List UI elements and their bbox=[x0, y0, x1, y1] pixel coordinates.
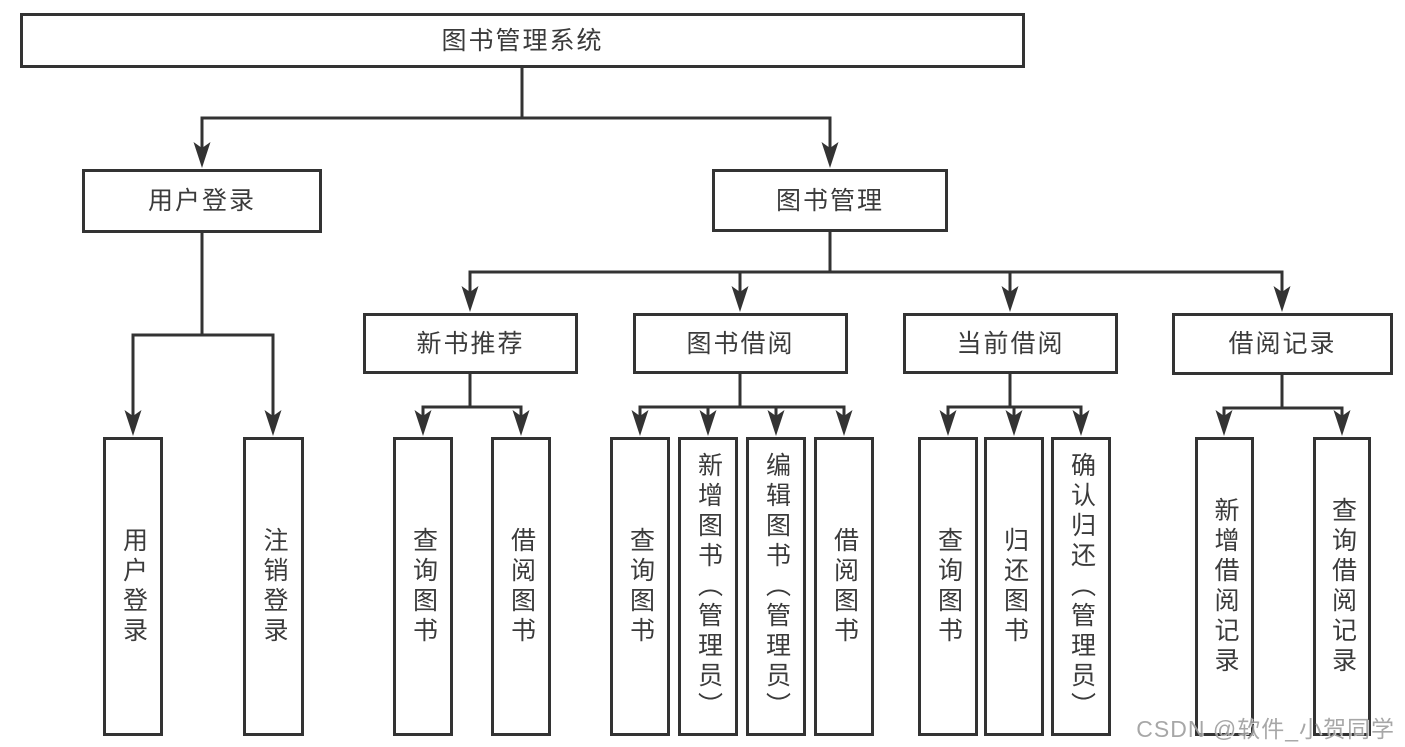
node-book-borrowing-label: 图书借阅 bbox=[686, 329, 795, 358]
leaf-logout-label: 注销登录 bbox=[260, 526, 288, 647]
leaf-records-add-record: 新增借阅记录 bbox=[1195, 437, 1254, 736]
arrowhead-icon bbox=[699, 410, 717, 436]
connector-borrowing-records-children bbox=[1215, 371, 1351, 436]
node-user-login: 用户登录 bbox=[82, 169, 322, 233]
leaf-borrow-borrow-books-label: 借阅图书 bbox=[830, 526, 859, 647]
arrowhead-icon bbox=[767, 410, 785, 436]
arrowhead-icon bbox=[1273, 286, 1291, 312]
arrowhead-icon bbox=[821, 142, 839, 168]
leaf-records-query-record: 查询借阅记录 bbox=[1313, 437, 1371, 736]
node-new-book-recommend: 新书推荐 bbox=[363, 313, 578, 374]
leaf-current-return-books: 归还图书 bbox=[984, 437, 1044, 736]
node-book-management-label: 图书管理 bbox=[775, 186, 884, 215]
connector-current-borrowing-children bbox=[939, 370, 1090, 436]
node-borrowing-records-label: 借阅记录 bbox=[1228, 330, 1337, 358]
leaf-records-query-record-label: 查询借阅记录 bbox=[1328, 496, 1357, 677]
csdn-watermark: CSDN @软件_小贺同学 bbox=[1136, 716, 1395, 742]
connector-root-to-level2 bbox=[193, 64, 839, 168]
leaf-current-confirm-return-admin: 确认归还（管理员） bbox=[1051, 437, 1111, 736]
leaf-borrow-edit-books-admin: 编辑图书（管理员） bbox=[746, 437, 806, 736]
arrowhead-icon bbox=[1005, 410, 1023, 436]
leaf-newrec-borrow-books: 借阅图书 bbox=[491, 437, 551, 736]
connector-new-book-recommend-children bbox=[414, 370, 530, 436]
arrowhead-icon bbox=[461, 286, 479, 312]
arrowhead-icon bbox=[124, 410, 142, 436]
node-library-system: 图书管理系统 bbox=[20, 13, 1025, 68]
node-current-borrowing: 当前借阅 bbox=[903, 313, 1118, 374]
arrowhead-icon bbox=[939, 410, 957, 436]
leaf-user-login-label: 用户登录 bbox=[119, 526, 148, 647]
leaf-current-query-books-label: 查询图书 bbox=[934, 526, 963, 647]
leaf-user-login: 用户登录 bbox=[103, 437, 163, 736]
arrowhead-icon bbox=[835, 410, 853, 436]
leaf-borrow-add-books-admin: 新增图书（管理员） bbox=[678, 437, 738, 736]
node-borrowing-records: 借阅记录 bbox=[1172, 313, 1393, 375]
leaf-newrec-borrow-books-label: 借阅图书 bbox=[507, 526, 536, 647]
leaf-logout: 注销登录 bbox=[243, 437, 304, 736]
arrowhead-icon bbox=[264, 410, 282, 436]
node-book-management: 图书管理 bbox=[712, 169, 948, 232]
leaf-current-confirm-return-admin-label: 确认归还（管理员） bbox=[1067, 451, 1096, 722]
leaf-borrow-edit-books-admin-label: 编辑图书（管理员） bbox=[762, 451, 791, 722]
arrowhead-icon bbox=[414, 410, 432, 436]
connector-user-login-children bbox=[124, 229, 282, 436]
leaf-borrow-add-books-admin-label: 新增图书（管理员） bbox=[694, 451, 723, 722]
leaf-newrec-query-books-label: 查询图书 bbox=[409, 526, 438, 647]
node-new-book-recommend-label: 新书推荐 bbox=[416, 329, 525, 358]
arrowhead-icon bbox=[1072, 410, 1090, 436]
arrowhead-icon bbox=[193, 142, 211, 168]
arrowhead-icon bbox=[1001, 286, 1019, 312]
leaf-newrec-query-books: 查询图书 bbox=[393, 437, 453, 736]
node-current-borrowing-label: 当前借阅 bbox=[956, 329, 1065, 358]
leaf-borrow-query-books: 查询图书 bbox=[610, 437, 670, 736]
leaf-borrow-query-books-label: 查询图书 bbox=[626, 526, 655, 647]
node-book-borrowing: 图书借阅 bbox=[633, 313, 848, 374]
leaf-current-return-books-label: 归还图书 bbox=[1000, 526, 1029, 647]
leaf-borrow-borrow-books: 借阅图书 bbox=[814, 437, 874, 736]
node-library-system-label: 图书管理系统 bbox=[441, 26, 604, 55]
arrowhead-icon bbox=[1333, 410, 1351, 436]
arrowhead-icon bbox=[512, 410, 530, 436]
leaf-records-add-record-label: 新增借阅记录 bbox=[1211, 496, 1239, 677]
connector-book-management-children bbox=[461, 228, 1291, 312]
connector-book-borrowing-children bbox=[631, 370, 853, 436]
node-user-login-label: 用户登录 bbox=[147, 187, 256, 215]
leaf-current-query-books: 查询图书 bbox=[918, 437, 978, 736]
arrowhead-icon bbox=[731, 286, 749, 312]
arrowhead-icon bbox=[631, 410, 649, 436]
arrowhead-icon bbox=[1215, 410, 1233, 436]
